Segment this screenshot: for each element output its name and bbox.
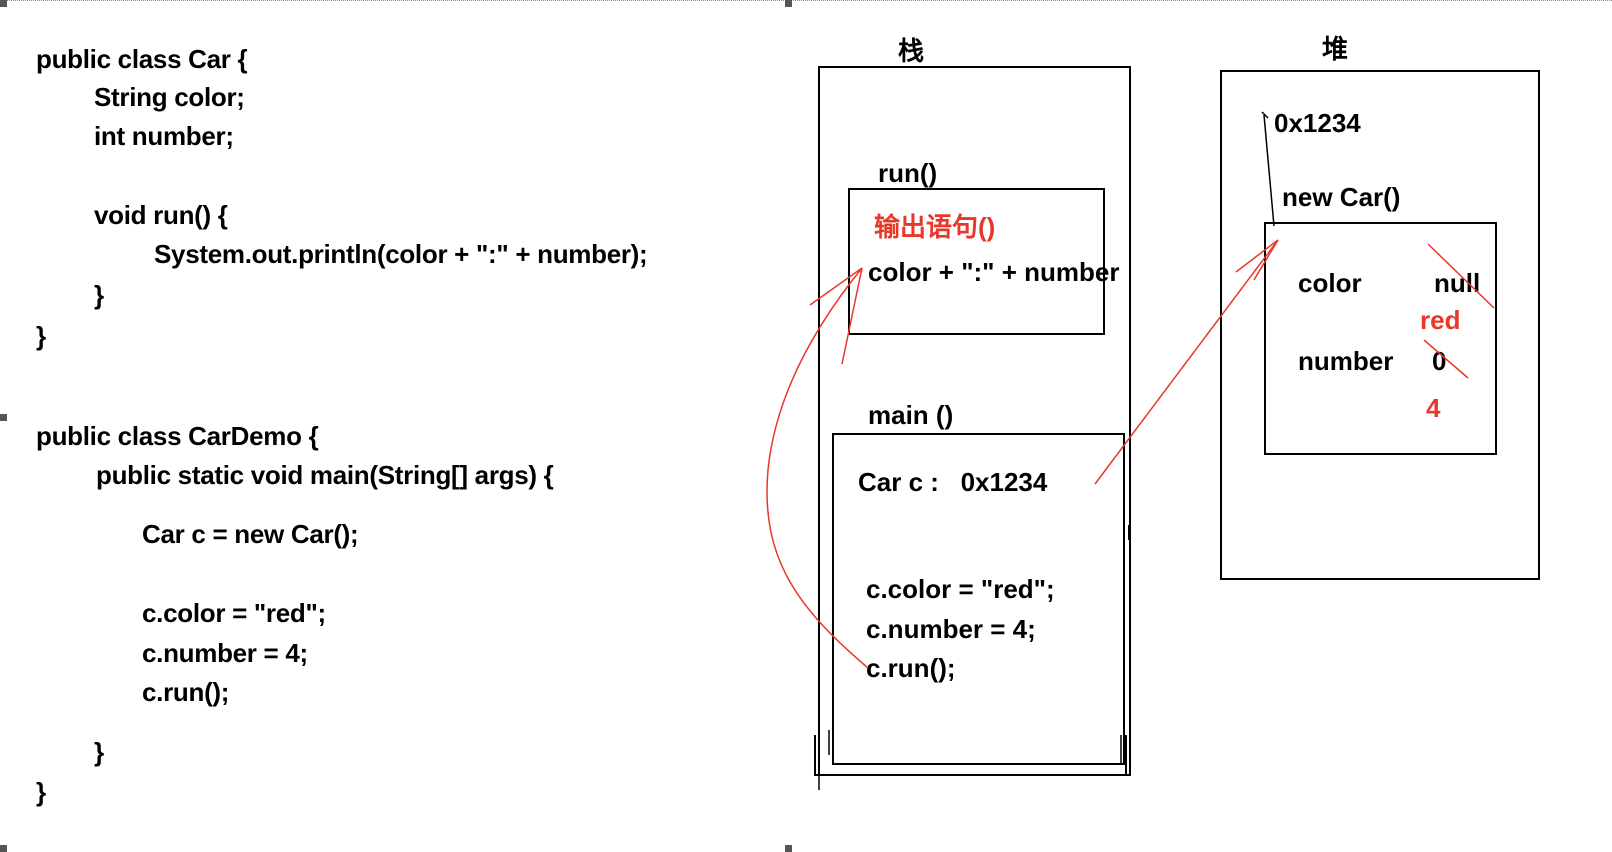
resize-handle-top-left[interactable] <box>0 0 7 7</box>
call-arrow-head <box>809 267 863 306</box>
field-number-old-value: 0 <box>1432 346 1447 376</box>
strike-zero <box>1423 339 1469 379</box>
main-frame-box <box>832 433 1125 765</box>
heap-object-label: new Car() <box>1282 182 1401 212</box>
code-line: Car c = new Car(); <box>142 519 359 549</box>
main-statement: c.run(); <box>866 653 956 683</box>
code-line: } <box>94 280 104 310</box>
code-line: c.number = 4; <box>142 638 308 668</box>
run-frame-label: run() <box>878 158 938 188</box>
code-line: c.color = "red"; <box>142 598 326 628</box>
run-expression: color + ":" + number <box>868 257 1120 287</box>
reference-arrow-head <box>1235 239 1279 273</box>
stack-title: 栈 <box>898 36 925 66</box>
code-line: String color; <box>94 82 245 112</box>
code-line: int number; <box>94 121 234 151</box>
heap-reference-stroke <box>1261 111 1269 119</box>
code-line: } <box>94 737 104 767</box>
code-line: } <box>36 777 46 807</box>
code-line: public static void main(String[] args) { <box>96 460 554 490</box>
field-color-new-value: red <box>1420 305 1461 335</box>
code-line: void run() { <box>94 200 228 230</box>
strike-null <box>1427 243 1495 309</box>
main-statement: c.number = 4; <box>866 614 1036 644</box>
run-frame-box <box>848 188 1105 335</box>
code-line: System.out.println(color + ":" + number)… <box>154 239 648 269</box>
heap-title: 堆 <box>1322 34 1349 64</box>
resize-handle-bottom-center[interactable] <box>785 845 792 852</box>
car-object-box <box>1264 222 1497 455</box>
field-color-name: color <box>1298 268 1362 298</box>
heap-address: 0x1234 <box>1274 108 1361 138</box>
code-line: public class Car { <box>36 44 248 74</box>
reference-arrow <box>1094 239 1279 485</box>
output-statement: 输出语句() <box>874 212 996 242</box>
field-number-new-value: 4 <box>1426 393 1441 423</box>
call-arrow-head <box>841 267 863 365</box>
resize-handle-top-center[interactable] <box>785 0 792 7</box>
code-line: } <box>36 321 46 351</box>
heap-reference-stroke <box>1263 114 1275 227</box>
heap-box <box>1220 70 1540 580</box>
field-number-name: number <box>1298 346 1394 376</box>
resize-handle-bottom-left[interactable] <box>0 845 7 852</box>
car-reference: Car c : 0x1234 <box>858 467 1048 497</box>
stack-outline-stroke <box>814 735 1127 776</box>
code-line: public class CarDemo { <box>36 421 319 451</box>
code-line: c.run(); <box>142 677 230 707</box>
resize-handle-middle-left[interactable] <box>0 414 7 421</box>
main-frame-label: main () <box>868 400 954 430</box>
call-arrow <box>766 267 869 669</box>
main-statement: c.color = "red"; <box>866 574 1055 604</box>
reference-arrow-head <box>1253 239 1279 281</box>
